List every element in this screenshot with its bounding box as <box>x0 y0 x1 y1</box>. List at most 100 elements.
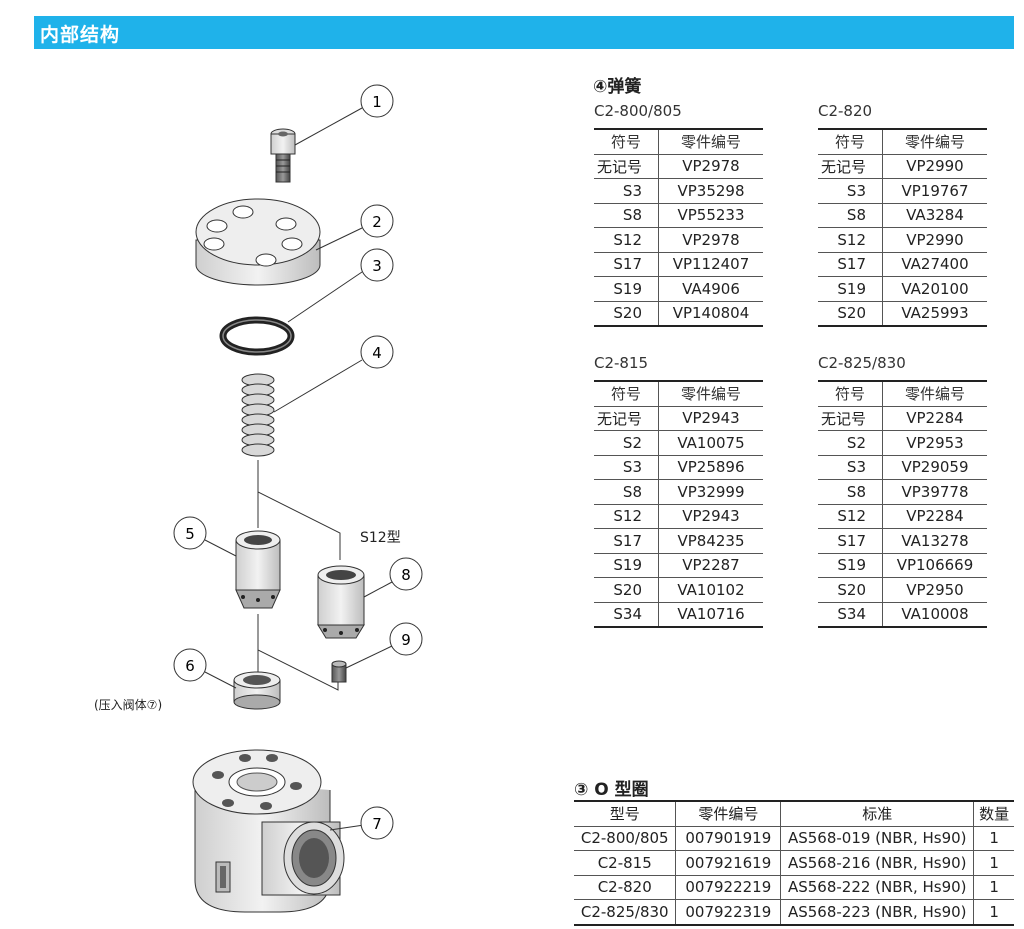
column-header-part-number: 零件编号 <box>882 380 987 407</box>
spring-model-label: C2-825/830 <box>818 354 906 372</box>
column-header: 零件编号 <box>675 800 782 827</box>
svg-text:4: 4 <box>372 344 382 362</box>
callout-8: 8 <box>389 557 423 591</box>
svg-text:1: 1 <box>372 93 382 111</box>
table-cell: C2-825/830 <box>574 899 677 926</box>
column-header: 数量 <box>973 800 1014 827</box>
column-header-part-number: 零件编号 <box>658 380 763 407</box>
symbol-cell: S12 <box>818 227 883 253</box>
svg-text:6: 6 <box>185 657 195 675</box>
callout-leaders <box>204 107 393 831</box>
part-number-cell: VP2284 <box>882 504 987 529</box>
symbol-cell: S19 <box>818 276 883 302</box>
valve-seat <box>235 530 281 609</box>
table-cell: 007922319 <box>675 899 782 926</box>
spring-model-label: C2-800/805 <box>594 102 682 120</box>
table-cell: AS568-223 (NBR, Hs90) <box>780 899 975 926</box>
column-header-symbol: 符号 <box>594 128 659 155</box>
svg-text:3: 3 <box>372 257 382 275</box>
symbol-cell: S12 <box>594 227 659 253</box>
bushing <box>233 671 281 710</box>
symbol-cell: S2 <box>818 430 883 456</box>
column-header-symbol: 符号 <box>818 380 883 407</box>
table-cell: 1 <box>973 850 1014 876</box>
part-number-cell: VP19767 <box>882 178 987 204</box>
part-number-cell: VP32999 <box>658 479 763 505</box>
callout-7: 7 <box>360 806 394 840</box>
column-header-part-number: 零件编号 <box>658 128 763 155</box>
part-number-cell: VP2978 <box>658 227 763 253</box>
table-header-row: 符号零件编号 <box>818 128 987 155</box>
callout-2: 2 <box>360 204 394 238</box>
symbol-cell: S34 <box>818 602 883 628</box>
part-number-cell: VP2950 <box>882 577 987 603</box>
column-header: 型号 <box>574 800 677 827</box>
o-ring-part <box>219 316 295 356</box>
s12-type-label: S12型 <box>360 530 401 546</box>
table-cell: C2-800/805 <box>574 826 677 851</box>
table-cell: 1 <box>973 826 1014 851</box>
part-number-cell: VA10102 <box>658 577 763 603</box>
column-header-part-number: 零件编号 <box>882 128 987 155</box>
part-number-cell: VP140804 <box>658 301 763 327</box>
part-number-cell: VP2953 <box>882 430 987 456</box>
callout-5: 5 <box>173 516 207 550</box>
symbol-cell: S19 <box>594 276 659 302</box>
symbol-cell: S20 <box>594 301 659 327</box>
symbol-cell: S17 <box>818 528 883 554</box>
symbol-cell: S8 <box>594 479 659 505</box>
part-number-cell: VP84235 <box>658 528 763 554</box>
part-number-cell: VA4906 <box>658 276 763 302</box>
callout-3: 3 <box>360 248 394 282</box>
symbol-cell: 无记号 <box>818 406 883 431</box>
table-cell: AS568-216 (NBR, Hs90) <box>780 850 975 876</box>
table-cell: AS568-222 (NBR, Hs90) <box>780 875 975 900</box>
symbol-cell: S12 <box>818 504 883 529</box>
symbol-cell: S19 <box>594 553 659 578</box>
cover-plate <box>195 198 321 286</box>
column-header-symbol: 符号 <box>818 128 883 155</box>
small-plug <box>331 660 347 683</box>
cap-screw <box>270 128 296 183</box>
symbol-cell: S20 <box>818 577 883 603</box>
table-cell: AS568-019 (NBR, Hs90) <box>780 826 975 851</box>
symbol-cell: 无记号 <box>594 154 659 179</box>
symbol-cell: S3 <box>818 455 883 480</box>
symbol-cell: S8 <box>594 203 659 228</box>
symbol-cell: S2 <box>594 430 659 456</box>
callout-9: 9 <box>389 622 423 656</box>
symbol-cell: S8 <box>818 203 883 228</box>
svg-text:9: 9 <box>401 631 411 649</box>
symbol-cell: 无记号 <box>594 406 659 431</box>
part-number-cell: VP2943 <box>658 406 763 431</box>
table-cell: 1 <box>973 899 1014 926</box>
part-number-cell: VP2284 <box>882 406 987 431</box>
part-number-cell: VA13278 <box>882 528 987 554</box>
part-number-cell: VA20100 <box>882 276 987 302</box>
symbol-cell: S34 <box>594 602 659 628</box>
part-number-cell: VA10075 <box>658 430 763 456</box>
press-fit-note: (压入阀体⑦) <box>94 698 162 712</box>
exploded-diagram: 1 2 3 4 5 6 7 8 9 S12型 (压入阀体⑦) <box>94 84 423 913</box>
